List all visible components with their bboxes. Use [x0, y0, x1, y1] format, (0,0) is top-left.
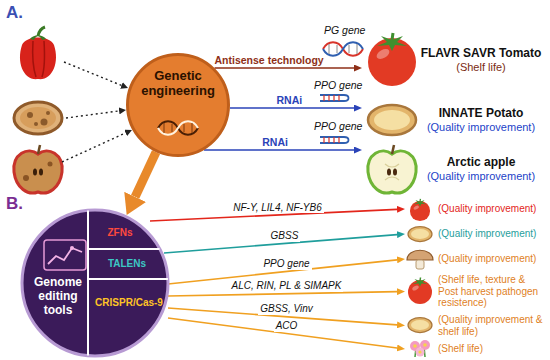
- edge-label: GBSS, Vinv: [258, 303, 315, 315]
- potato-picture: [408, 227, 432, 242]
- pepper-picture: [20, 27, 56, 79]
- text-column: Genome editing tools: [26, 276, 90, 317]
- outcome-box: (Shelf life): [405, 340, 545, 358]
- circle-fill: [128, 55, 229, 156]
- text-column: (Quality improvement): [438, 228, 545, 240]
- apple-picture: [368, 145, 416, 193]
- text-column: TALENs: [90, 251, 164, 277]
- tomato-picture: [408, 278, 432, 305]
- band-divider: [88, 248, 160, 250]
- text-column: (Quality improvement & shelf life): [438, 314, 545, 337]
- node-text: Genetic engineering: [132, 69, 224, 99]
- node-text: (Quality improvement & shelf life): [438, 314, 545, 337]
- connector-arrow: [168, 292, 397, 296]
- dna-icon: [323, 42, 363, 56]
- text-column: ZFNs: [90, 218, 150, 248]
- node-text: (Shelf life, texture & Post harvest path…: [438, 274, 545, 309]
- node-text: (Quality improvement): [438, 253, 545, 265]
- gene-label: PG gene: [324, 24, 365, 36]
- tool-band: CRISPR/Cas-9: [90, 281, 168, 325]
- text-column: (Quality improvement): [438, 253, 545, 265]
- browned-potato-picture: [14, 102, 62, 134]
- band-divider: [87, 211, 89, 356]
- product-box: INNATE Potato(Quality improvement): [362, 100, 545, 140]
- text-column: (Quality improvement): [438, 203, 545, 215]
- node-text: (Shelf life): [420, 61, 542, 74]
- gene-label: PPO gene: [314, 79, 362, 91]
- chart-icon: [44, 240, 86, 270]
- text-column: (Shelf life): [438, 343, 545, 355]
- outcome-box: (Quality improvement): [405, 248, 545, 270]
- node-text: (Shelf life): [438, 343, 545, 355]
- node-text: CRISPR/Cas-9: [95, 297, 163, 309]
- outcome-box: (Quality improvement & shelf life): [405, 312, 545, 339]
- edge-label: Antisense technology: [213, 54, 326, 66]
- edge-label: RNAi: [275, 94, 305, 106]
- edge-label: GBSS: [269, 230, 301, 242]
- node-text: Arctic apple: [420, 156, 542, 170]
- text-column: FLAVR SAVR Tomato(Shelf life): [420, 47, 542, 73]
- node-text: FLAVR SAVR Tomato: [420, 47, 542, 61]
- node-text: (Quality improvement): [438, 228, 545, 240]
- connector-arrow: [215, 67, 354, 69]
- product-box: Arctic apple(Quality improvement): [362, 142, 545, 196]
- mushroom-picture: [407, 250, 433, 269]
- node-text: (Quality improvement): [438, 203, 545, 215]
- tool-band: ZFNs: [90, 218, 150, 248]
- node-text: (Quality improvement): [420, 121, 542, 134]
- connector-arrow: [168, 318, 397, 348]
- potato-picture: [368, 105, 416, 135]
- connector-arrow: [204, 149, 354, 151]
- node-text: Genome editing tools: [26, 276, 90, 317]
- dna-icon: [158, 121, 198, 135]
- edge-label: PPO gene: [261, 258, 311, 270]
- node-text: ZFNs: [108, 227, 133, 239]
- text-column: Arctic apple(Quality improvement): [420, 156, 542, 182]
- tool-band: TALENs: [90, 251, 164, 277]
- dotted-arrow: [66, 111, 119, 118]
- product-box: FLAVR SAVR Tomato(Shelf life): [362, 22, 545, 98]
- block-arrow: [135, 152, 156, 197]
- browned-apple-picture: [14, 145, 62, 193]
- potato-picture: [408, 318, 432, 333]
- node-text: INNATE Potato: [420, 107, 542, 121]
- node-text: (Quality improvement): [420, 170, 542, 183]
- gene-label: PPO gene: [314, 120, 362, 132]
- process-circle: Genetic engineering: [126, 53, 230, 157]
- node-text: TALENs: [108, 258, 146, 270]
- tool-circle: Genome editing tools ZFNsTALENsCRISPR/Cas…: [20, 208, 170, 358]
- panel-label: B.: [6, 194, 23, 214]
- text-column: CRISPR/Cas-9: [90, 281, 168, 325]
- circle-fill: [22, 210, 168, 356]
- hairpin-icon: [320, 95, 349, 101]
- edge-label: NF-Y, LIL4, NF-YB6: [231, 202, 324, 214]
- dotted-arrow: [62, 133, 126, 162]
- hairpin-icon: [320, 137, 349, 143]
- text-column: (Shelf life, texture & Post harvest path…: [438, 274, 545, 309]
- text-column: Genetic engineering: [132, 69, 224, 99]
- outcome-box: (Quality improvement): [405, 198, 545, 220]
- outcome-box: (Shelf life, texture & Post harvest path…: [405, 272, 545, 311]
- connector-arrow: [230, 107, 354, 109]
- dotted-arrow: [64, 62, 122, 85]
- tomato-picture: [410, 199, 430, 221]
- flower-picture: [410, 340, 430, 357]
- outcome-box: (Quality improvement): [405, 223, 545, 245]
- edge-label: RNAi: [260, 136, 290, 148]
- band-divider: [88, 278, 168, 280]
- edge-label: ALC, RIN, PL & SIMAPK: [230, 280, 344, 292]
- edge-label: ACO: [274, 320, 300, 332]
- tomato-picture: [368, 33, 416, 86]
- text-column: INNATE Potato(Quality improvement): [420, 107, 542, 133]
- panel-label: A.: [6, 3, 23, 23]
